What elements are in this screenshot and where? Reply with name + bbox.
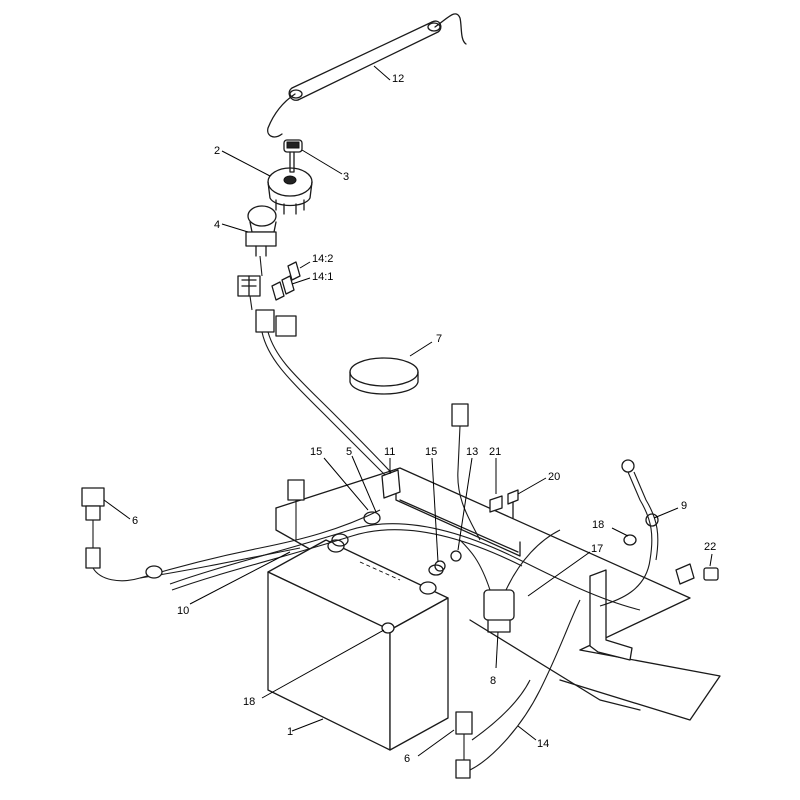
callout-2: 2 (214, 145, 220, 157)
hardware (381, 489, 719, 634)
callout-3: 3 (343, 171, 349, 183)
frame-platform (275, 467, 721, 721)
callout-14-2: 14:2 (312, 253, 333, 265)
part-14-cable (471, 679, 531, 741)
part-4-pto-switch (245, 205, 277, 257)
leader-15b (431, 457, 439, 563)
leader-4 (221, 223, 249, 233)
leader-lines (103, 65, 713, 757)
leader-9 (653, 507, 679, 519)
callout-12: 12 (392, 73, 404, 85)
callout-14-1: 14:1 (312, 271, 333, 283)
callout-14: 14 (537, 738, 549, 750)
callout-20: 20 (548, 471, 560, 483)
leader-20 (517, 477, 547, 495)
leader-7 (409, 341, 433, 357)
part-6-switch-bottom (455, 599, 581, 779)
callout-5: 5 (346, 446, 352, 458)
part-6-switch-left (81, 487, 381, 582)
leader-8 (495, 631, 499, 669)
callout-15-left: 15 (310, 446, 322, 458)
harness-connectors (237, 255, 399, 481)
leader-2 (221, 150, 271, 177)
leader-22 (709, 553, 713, 567)
callout-labels: 1 2 3 4 5 6 6 7 8 9 10 11 12 13 14 14:1 … (132, 73, 716, 765)
callout-9: 9 (681, 500, 687, 512)
callout-10: 10 (177, 605, 189, 617)
leader-14-2 (299, 261, 311, 269)
part-7-cover (349, 357, 419, 395)
leader-14 (517, 725, 537, 741)
leader-17 (527, 551, 591, 597)
leader-15a (323, 457, 369, 511)
part-8-solenoid (459, 529, 561, 633)
leader-3 (301, 149, 343, 175)
callout-18-left: 18 (243, 696, 255, 708)
callout-22: 22 (704, 541, 716, 553)
callout-6-bottom: 6 (404, 753, 410, 765)
callout-1: 1 (287, 726, 293, 738)
leader-12 (373, 65, 391, 81)
callout-11: 11 (384, 446, 395, 458)
part-10-harness (169, 479, 641, 611)
callout-15-right: 15 (425, 446, 437, 458)
callout-7: 7 (436, 333, 442, 345)
part-3-key (283, 139, 303, 173)
leader-6b (417, 729, 455, 757)
callout-4: 4 (214, 219, 220, 231)
callout-17: 17 (591, 543, 603, 555)
callout-6-left: 6 (132, 515, 138, 527)
clamps (331, 469, 444, 576)
leader-6a (103, 499, 131, 520)
callout-18-right: 18 (592, 519, 604, 531)
callout-13: 13 (466, 446, 478, 458)
leader-10 (189, 551, 291, 605)
leader-18a (611, 527, 629, 537)
part-2-ignition-switch (267, 167, 313, 215)
leader-14-1 (291, 277, 311, 285)
callout-8: 8 (490, 675, 496, 687)
leader-18b (261, 629, 385, 699)
leader-5 (351, 455, 377, 513)
part-12-strap (267, 13, 467, 138)
part-9-ground-cable (599, 459, 659, 607)
leader-13 (457, 457, 473, 551)
harness-connector-top (451, 403, 481, 541)
callout-21: 21 (489, 446, 501, 458)
leader-1 (291, 718, 324, 732)
part-17-bracket (589, 569, 633, 661)
